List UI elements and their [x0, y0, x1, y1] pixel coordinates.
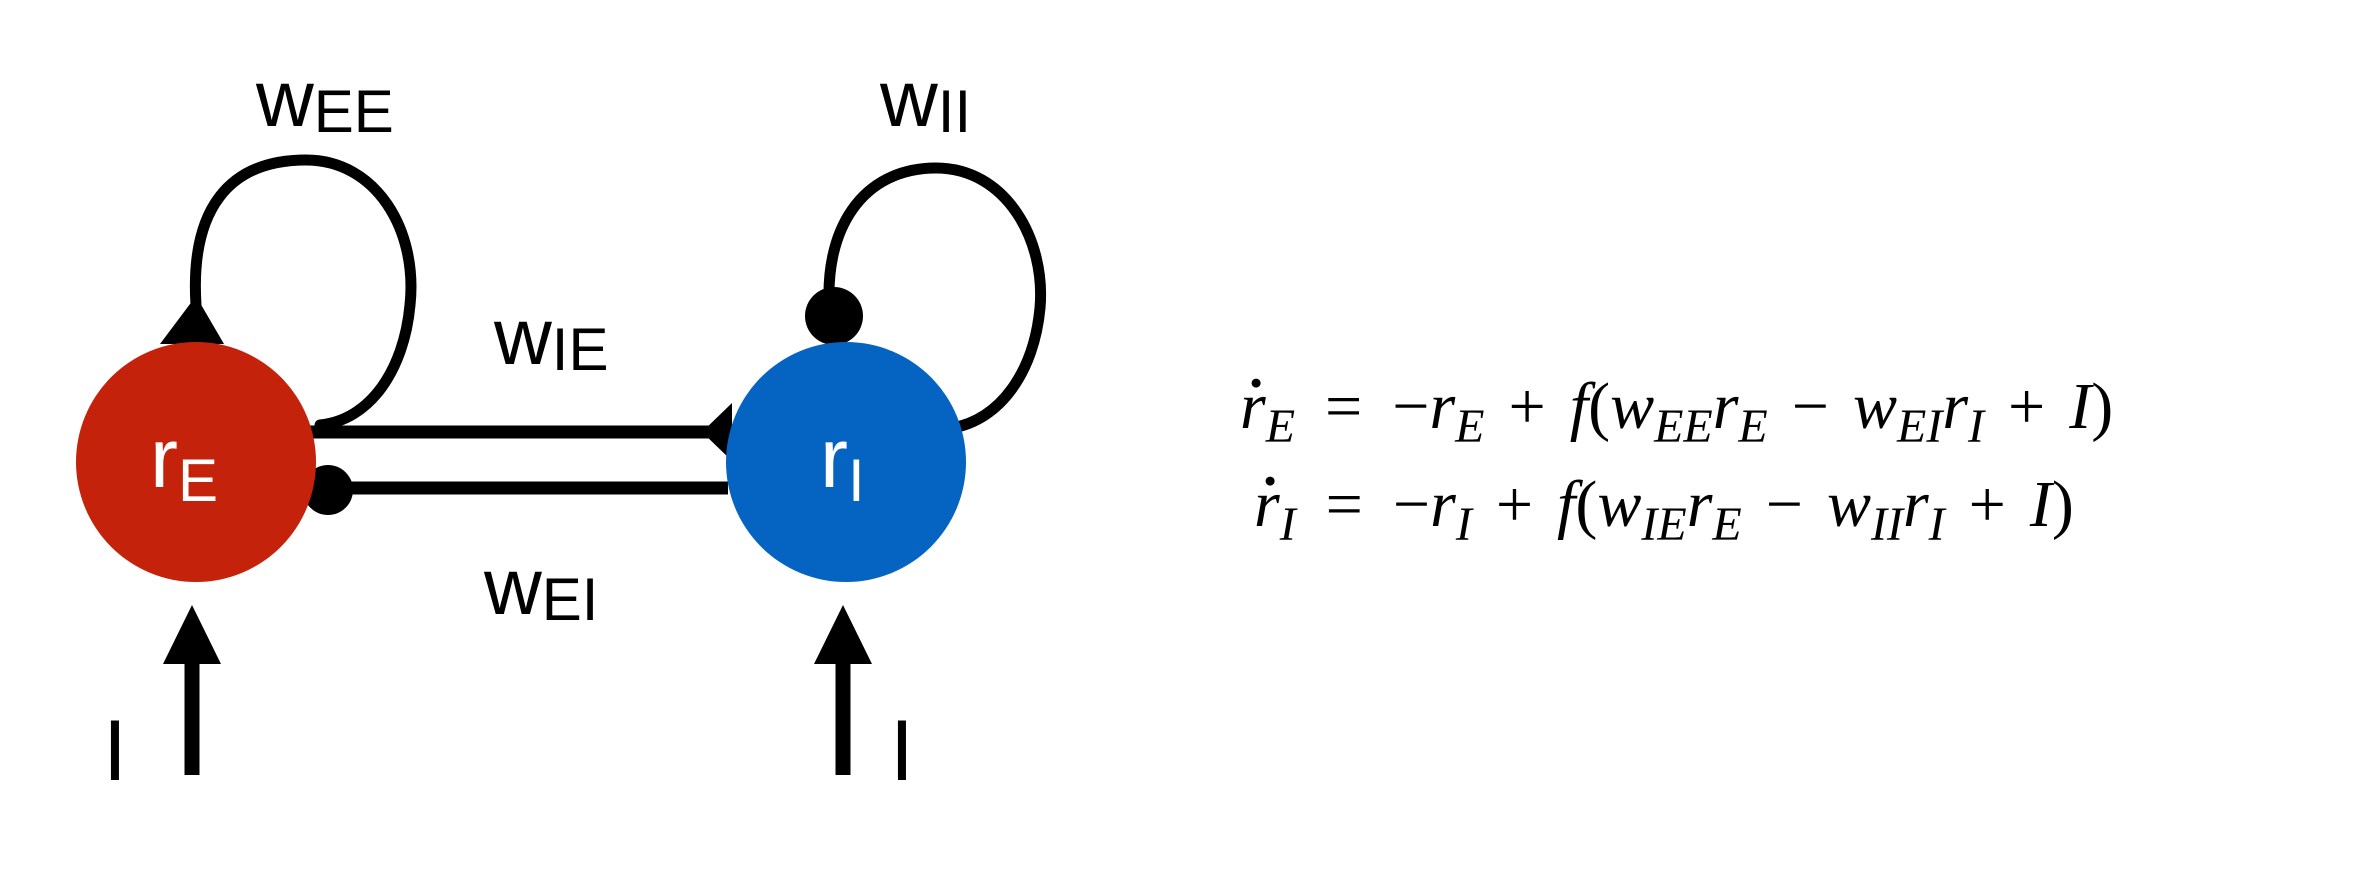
eq-ri-input: I — [2029, 468, 2055, 541]
input-label-e: I — [103, 703, 127, 799]
node-excitatory — [76, 342, 316, 582]
eq-re-minus2: − — [1792, 370, 1829, 443]
eq-re-r1: r — [1429, 370, 1455, 443]
node-label-e-sub: E — [178, 447, 218, 514]
eq-ri-w1-sub: IE — [1640, 498, 1686, 551]
equation-ri-text: rI=−rI+f(wIErE−wIIrI+I) — [1254, 468, 2074, 551]
eq-re-equals: = — [1325, 370, 1362, 443]
node-label-i-base: r — [820, 411, 848, 505]
inhibitory-terminal-ei — [303, 465, 353, 515]
node-label-excitatory: rE — [150, 411, 218, 514]
eq-re-w1: w — [1610, 370, 1654, 443]
equation-re-text: rE=−rE+f(wEErE−wEIrI+I) — [1240, 370, 2113, 453]
arrowhead-ee — [160, 296, 224, 344]
label-w-ei: wEI — [483, 542, 598, 633]
eq-ri-minus: − — [1393, 468, 1430, 541]
eq-ri-w2: w — [1827, 468, 1871, 541]
label-w-ee-base: w — [255, 54, 314, 143]
eq-ri-r3-sub: I — [1928, 498, 1947, 551]
eq-re-r3-sub: I — [1967, 400, 1986, 453]
eq-re-w2-sub: EI — [1896, 400, 1944, 453]
label-w-ii: wII — [879, 54, 971, 145]
eq-ri-dot — [1265, 476, 1275, 486]
eq-ri-lhs-sub: I — [1279, 498, 1298, 551]
label-w-ii-sub: II — [938, 78, 971, 145]
eq-re-minus: − — [1392, 370, 1429, 443]
label-w-ie-base: w — [493, 292, 552, 381]
eq-ri-w2-sub: II — [1870, 498, 1905, 551]
label-w-ee-sub: EE — [314, 78, 394, 145]
node-label-i-sub: I — [848, 447, 865, 514]
label-w-ei-sub: EI — [542, 566, 599, 633]
eq-ri-r2-sub: E — [1711, 498, 1741, 551]
eq-ri-r1: r — [1430, 468, 1456, 541]
eq-re-r2-sub: E — [1737, 400, 1767, 453]
eq-ri-w1: w — [1597, 468, 1641, 541]
inhibitory-terminal-ii — [805, 287, 863, 345]
eq-ri-r3: r — [1903, 468, 1929, 541]
self-loop-ii — [823, 162, 1047, 434]
eq-re-r3: r — [1942, 370, 1968, 443]
input-arrowhead-e — [163, 605, 221, 664]
eq-ri-equals: = — [1326, 468, 1363, 541]
label-w-ii-base: w — [879, 54, 938, 143]
label-w-ei-base: w — [483, 542, 542, 631]
label-w-ie: wIE — [493, 292, 608, 383]
eq-ri-open: ( — [1575, 468, 1597, 541]
eq-ri-plus: + — [1496, 468, 1533, 541]
label-w-ie-sub: IE — [552, 316, 609, 383]
eq-re-dot — [1251, 378, 1261, 388]
eq-re-lhs-sub: E — [1265, 400, 1295, 453]
eq-re-plus2: + — [2008, 370, 2045, 443]
equation-ri: rI=−rI+f(wIErE−wIIrI+I) — [1254, 468, 2074, 551]
eq-ri-minus2: − — [1766, 468, 1803, 541]
label-w-ee: wEE — [255, 54, 394, 145]
node-inhibitory — [726, 342, 966, 582]
node-label-e-base: r — [150, 411, 178, 505]
eq-re-plus: + — [1509, 370, 1546, 443]
equation-re: rE=−rE+f(wEErE−wEIrI+I) — [1240, 370, 2113, 453]
arrowhead-ie — [702, 403, 732, 461]
eq-ri-plus2: + — [1969, 468, 2006, 541]
eq-re-input: I — [2068, 370, 2094, 443]
eq-re-w2: w — [1853, 370, 1897, 443]
eq-ri-r2: r — [1687, 468, 1713, 541]
input-arrowhead-i — [814, 605, 872, 664]
eq-ri-r1-sub: I — [1455, 498, 1474, 551]
eq-re-w1-sub: EE — [1653, 400, 1713, 453]
eq-ri-close: ) — [2052, 468, 2074, 541]
eq-re-open: ( — [1588, 370, 1610, 443]
input-label-i: I — [890, 703, 914, 799]
eq-re-r1-sub: E — [1454, 400, 1484, 453]
eq-re-r2: r — [1713, 370, 1739, 443]
node-label-inhibitory: rI — [820, 411, 865, 514]
self-loop-ee — [189, 154, 417, 431]
eq-re-close: ) — [2091, 370, 2113, 443]
